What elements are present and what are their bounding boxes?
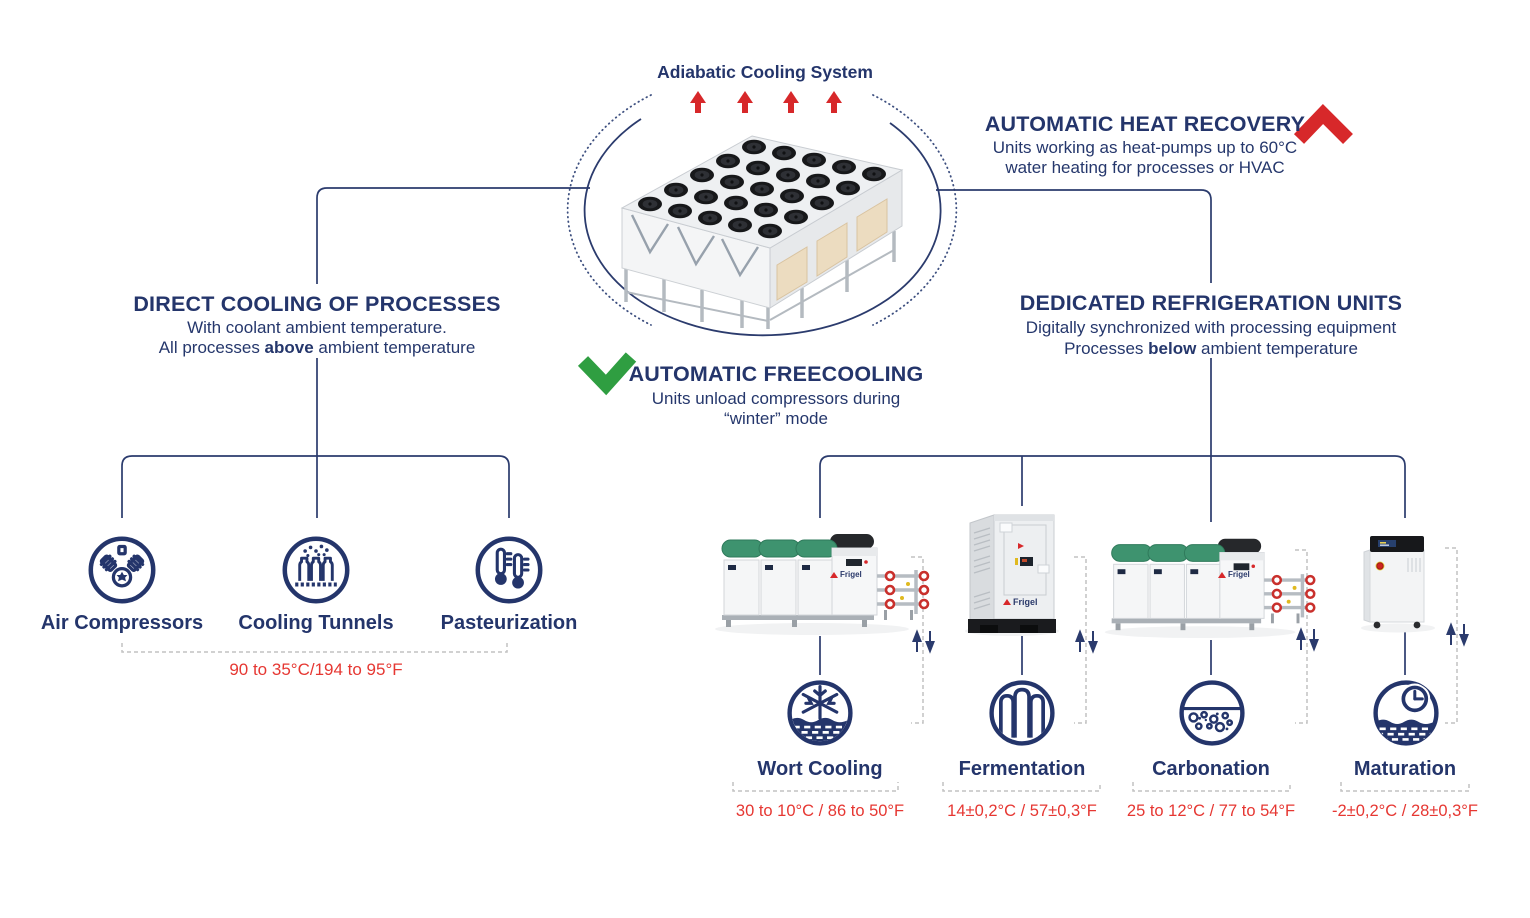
chiller-piping bbox=[1264, 574, 1311, 618]
frigel-mark-icon bbox=[830, 571, 838, 578]
temperature-range: 30 to 10°C / 86 to 50°F bbox=[735, 802, 905, 820]
direct-cooling-line2: All processes above ambient temperature bbox=[158, 338, 476, 357]
fermentation-icon bbox=[989, 680, 1055, 746]
range-brackets bbox=[121, 643, 1470, 792]
freecooling-line2: “winter” mode bbox=[724, 409, 828, 428]
exhaust-arrows-icon bbox=[690, 91, 842, 113]
dedicated-line1: Digitally synchronized with processing e… bbox=[1025, 318, 1397, 337]
center-circle-arc bbox=[583, 118, 942, 337]
right-branch-lines bbox=[819, 189, 1406, 675]
chiller-modules bbox=[1111, 544, 1226, 619]
freecooling-title: AUTOMATIC FREECOOLING bbox=[628, 362, 924, 386]
left-branch-lines bbox=[121, 187, 590, 518]
pipe-flanges bbox=[884, 570, 930, 610]
dedicated-line2: Processes below ambient temperature bbox=[1064, 339, 1358, 358]
wort-cooling-icon bbox=[787, 680, 853, 746]
brand-logo: Frigel bbox=[830, 570, 862, 579]
heat-recovery-line1: Units working as heat-pumps up to 60°C bbox=[992, 138, 1298, 157]
pasteurization-icon bbox=[475, 536, 543, 604]
freecooling-check-icon bbox=[577, 352, 637, 396]
temperature-range: 25 to 12°C / 77 to 54°F bbox=[1126, 802, 1296, 820]
temperature-range: 14±0,2°C / 57±0,3°F bbox=[947, 802, 1097, 820]
carbonation-chiller-image bbox=[1104, 538, 1316, 639]
pipe-flanges bbox=[1271, 574, 1316, 613]
cooling-tunnels-icon bbox=[282, 536, 350, 604]
adiabatic-cooler-image bbox=[620, 135, 904, 329]
air-compressors-icon bbox=[88, 536, 156, 604]
vent-slots bbox=[973, 527, 991, 610]
fermentation-chiller-image bbox=[965, 514, 1059, 636]
bubbles bbox=[1188, 710, 1234, 733]
adiabatic-title: Adiabatic Cooling System bbox=[657, 62, 873, 82]
snowflake bbox=[801, 684, 839, 720]
flow-dashed-lines bbox=[911, 547, 1458, 724]
dedicated-title: DEDICATED REFRIGERATION UNITS bbox=[1019, 291, 1403, 315]
direct-cooling-title: DIRECT COOLING OF PROCESSES bbox=[133, 292, 501, 316]
frigel-mark-icon bbox=[1003, 599, 1011, 605]
freecooling-line1: Units unload compressors during bbox=[651, 389, 901, 408]
clock-hands bbox=[1413, 689, 1424, 701]
cooler-legs bbox=[624, 231, 896, 329]
supply-return-arrows bbox=[912, 622, 1469, 654]
process-label: Pasteurization bbox=[440, 612, 578, 634]
process-label: Fermentation bbox=[958, 758, 1086, 780]
vent-grille bbox=[1407, 558, 1421, 572]
direct-cooling-line1: With coolant ambient temperature. bbox=[187, 318, 447, 337]
process-label: Cooling Tunnels bbox=[238, 612, 394, 634]
chiller-modules bbox=[721, 539, 838, 616]
temperature-range: -2±0,2°C / 28±0,3°F bbox=[1332, 802, 1478, 820]
cooler-hoppers bbox=[776, 198, 888, 301]
chiller-piping bbox=[877, 570, 924, 614]
temperature-range: 90 to 35°C/194 to 95°F bbox=[229, 660, 403, 679]
wort-cooling-chiller-image bbox=[715, 534, 930, 635]
process-label: Maturation bbox=[1353, 758, 1457, 780]
fermentation-tanks bbox=[999, 687, 1045, 738]
process-label: Wort Cooling bbox=[757, 758, 883, 780]
carbonation-icon bbox=[1179, 680, 1245, 746]
frigel-mark-icon bbox=[1218, 571, 1226, 578]
process-label: Air Compressors bbox=[40, 612, 204, 634]
process-label: Carbonation bbox=[1152, 758, 1270, 780]
heat-recovery-title: AUTOMATIC HEAT RECOVERY bbox=[984, 112, 1306, 136]
maturation-icon bbox=[1373, 680, 1439, 746]
cooler-coils bbox=[630, 214, 760, 278]
droplets bbox=[303, 544, 329, 558]
heat-recovery-up-icon bbox=[1293, 103, 1353, 144]
maturation-chiller-image bbox=[1361, 536, 1435, 633]
brand-logo: Frigel bbox=[1218, 570, 1250, 579]
brand-logo: Frigel bbox=[1003, 597, 1038, 607]
heat-recovery-line2: water heating for processes or HVAC bbox=[1005, 158, 1285, 177]
